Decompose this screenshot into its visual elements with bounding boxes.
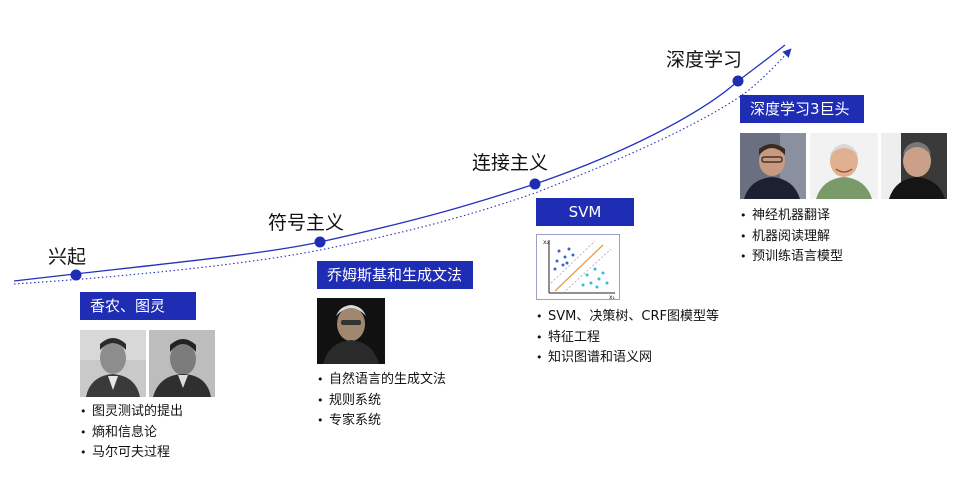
portrait-lecun-photo [740, 133, 806, 199]
svm-y-label: x₂ [543, 239, 550, 246]
stage-dot-1 [70, 269, 82, 281]
stage-dot-3 [529, 178, 541, 190]
list-item: 专家系统 [317, 411, 446, 432]
list-item: SVM、决策树、CRF图模型等 [536, 307, 719, 328]
era-bullets-chomsky: 自然语言的生成文法 规则系统 专家系统 [317, 370, 446, 432]
portrait-bengio-photo [881, 133, 947, 199]
portrait-shannon-photo [80, 330, 146, 397]
stage-label-symbolism: 符号主义 [268, 212, 345, 234]
list-item: 图灵测试的提出 [80, 402, 183, 423]
stage-label-connectionism: 连接主义 [472, 152, 549, 174]
list-item: 知识图谱和语义网 [536, 348, 719, 369]
stage-dot-4 [732, 75, 744, 87]
portrait-chomsky-photo [317, 298, 385, 364]
portrait-hinton-photo [810, 133, 878, 199]
era-tag-shannon-turing: 香农、图灵 [80, 292, 196, 320]
list-item: 自然语言的生成文法 [317, 370, 446, 391]
era-tag-deep-learning-trio: 深度学习3巨头 [740, 95, 864, 123]
timeline-solid-curve [13, 44, 786, 282]
list-item: 预训练语言模型 [740, 247, 843, 268]
svm-x-label: x₁ [609, 294, 616, 299]
portrait-turing-photo [149, 330, 215, 397]
stage-label-rise: 兴起 [48, 246, 87, 268]
era-bullets-deep-learning: 神经机器翻译 机器阅读理解 预训练语言模型 [740, 206, 843, 268]
list-item: 机器阅读理解 [740, 227, 843, 248]
list-item: 马尔可夫过程 [80, 443, 183, 464]
svm-diagram-figure: x₂ x₁ [536, 234, 620, 300]
list-item: 神经机器翻译 [740, 206, 843, 227]
list-item: 熵和信息论 [80, 423, 183, 444]
stage-dot-2 [314, 236, 326, 248]
stage-label-deep-learning: 深度学习 [666, 49, 743, 71]
era-bullets-shannon-turing: 图灵测试的提出 熵和信息论 马尔可夫过程 [80, 402, 183, 464]
timeline-dotted-curve [13, 48, 792, 285]
era-bullets-svm: SVM、决策树、CRF图模型等 特征工程 知识图谱和语义网 [536, 307, 719, 369]
list-item: 规则系统 [317, 391, 446, 412]
era-tag-chomsky: 乔姆斯基和生成文法 [317, 261, 473, 289]
list-item: 特征工程 [536, 328, 719, 349]
era-tag-svm: SVM [536, 198, 634, 226]
